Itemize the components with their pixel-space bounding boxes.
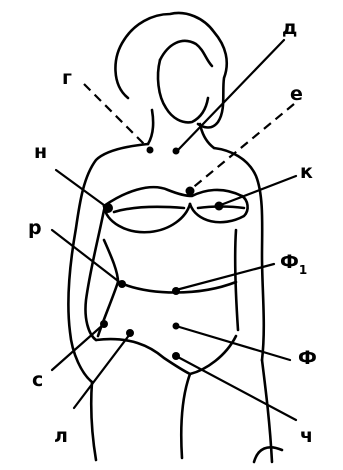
leader-n bbox=[56, 170, 108, 208]
label-s: с bbox=[32, 369, 43, 391]
point-n bbox=[103, 203, 113, 213]
leader-ch bbox=[176, 356, 296, 420]
point-f bbox=[173, 323, 180, 330]
point-g bbox=[147, 147, 154, 154]
label-f1-sub: 1 bbox=[299, 263, 307, 277]
label-f1: Ф1 bbox=[280, 251, 307, 277]
label-f: Ф bbox=[298, 347, 317, 369]
label-n: н bbox=[34, 141, 47, 163]
point-r bbox=[118, 280, 126, 288]
left-leg-inner bbox=[181, 374, 190, 458]
label-k: к bbox=[300, 161, 313, 183]
point-labels: г д е н к р Ф1 с Ф л ч bbox=[28, 17, 317, 447]
point-f1 bbox=[172, 287, 180, 295]
face-outline bbox=[158, 60, 208, 122]
label-f1-main: Ф bbox=[280, 251, 299, 273]
label-g: г bbox=[62, 67, 72, 89]
point-ch bbox=[172, 352, 180, 360]
point-l bbox=[126, 329, 134, 337]
label-ch: ч bbox=[300, 425, 313, 447]
label-l: л bbox=[54, 425, 68, 447]
point-k bbox=[215, 202, 224, 211]
point-d bbox=[173, 148, 180, 155]
left-arm-inner bbox=[85, 210, 104, 340]
label-r: р bbox=[28, 217, 42, 239]
leader-f bbox=[176, 326, 290, 360]
leader-g bbox=[84, 84, 150, 150]
floor-curve bbox=[254, 447, 282, 462]
leader-e bbox=[190, 104, 294, 190]
point-e bbox=[186, 187, 195, 196]
bra-left-seam bbox=[114, 207, 184, 212]
label-e: е bbox=[290, 83, 303, 105]
neck-left bbox=[148, 110, 153, 144]
point-s bbox=[100, 320, 108, 328]
hairline bbox=[160, 41, 212, 66]
hair-outline bbox=[115, 13, 226, 128]
measurement-points bbox=[100, 147, 224, 361]
right-torso-side bbox=[235, 230, 238, 330]
leader-d bbox=[178, 40, 284, 150]
left-leg bbox=[91, 382, 96, 460]
label-d: д bbox=[282, 17, 297, 39]
